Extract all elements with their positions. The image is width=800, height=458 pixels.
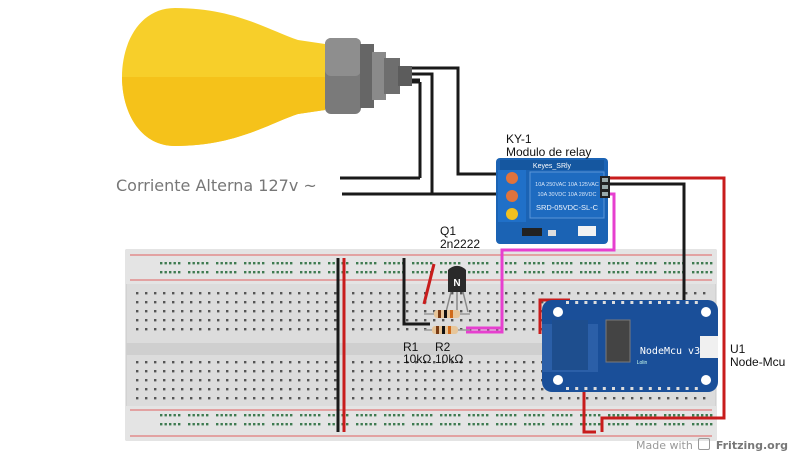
u1-name-label: Node-Mcu <box>730 355 786 369</box>
breadboard-wires <box>336 258 436 432</box>
relay-rating-2: 10A 30VDC 10A 28VDC <box>537 192 596 198</box>
relay-brand: Keyes_SRly <box>533 163 572 170</box>
relay-rating-1: 10A 250VAC 10A 125VAC <box>535 182 599 188</box>
r2-value-label: 10kΩ <box>435 352 464 366</box>
ac-wires <box>340 66 500 196</box>
resistor-r1 <box>424 310 470 318</box>
fritzing-logo-icon <box>698 438 711 450</box>
ac-wire-ends <box>342 80 500 196</box>
r1-value-label: 10kΩ <box>403 352 432 366</box>
relay-model: SRD-05VDC-SL-C <box>536 203 599 212</box>
relay-module: Keyes_SRly 10A 250VAC 10A 125VAC 10A 30V… <box>496 158 610 244</box>
relay-ref-label: KY-1 <box>506 132 532 146</box>
credit-brand: Fritzing.org <box>715 439 788 452</box>
transistor-mark: N <box>453 278 460 289</box>
ac-label: Corriente Alterna 127v ~ <box>116 176 317 195</box>
light-bulb <box>122 8 412 146</box>
breadboard <box>125 249 717 441</box>
r1-ref-label: R1 <box>403 340 419 354</box>
r2-ref-label: R2 <box>435 340 451 354</box>
fritzing-credit[interactable]: Made with Fritzing.org <box>636 438 788 452</box>
q1-ref-label: Q1 <box>440 224 457 238</box>
u1-ref-label: U1 <box>730 342 746 356</box>
nodemcu-subtitle: Lolin <box>637 360 648 366</box>
bulb-socket <box>325 38 412 114</box>
relay-control-wires <box>466 176 726 432</box>
credit-prefix: Made with <box>635 439 693 452</box>
q1-part-label: 2n2222 <box>440 237 481 251</box>
nodemcu-wires <box>582 392 596 434</box>
relay-name-label: Modulo de relay <box>506 145 592 159</box>
resistor-r2 <box>424 326 470 334</box>
nodemcu-board: NodeMcu v3 Lolin <box>538 298 718 392</box>
transistor-q1: N <box>445 265 469 313</box>
nodemcu-title: NodeMcu v3 <box>640 346 700 357</box>
